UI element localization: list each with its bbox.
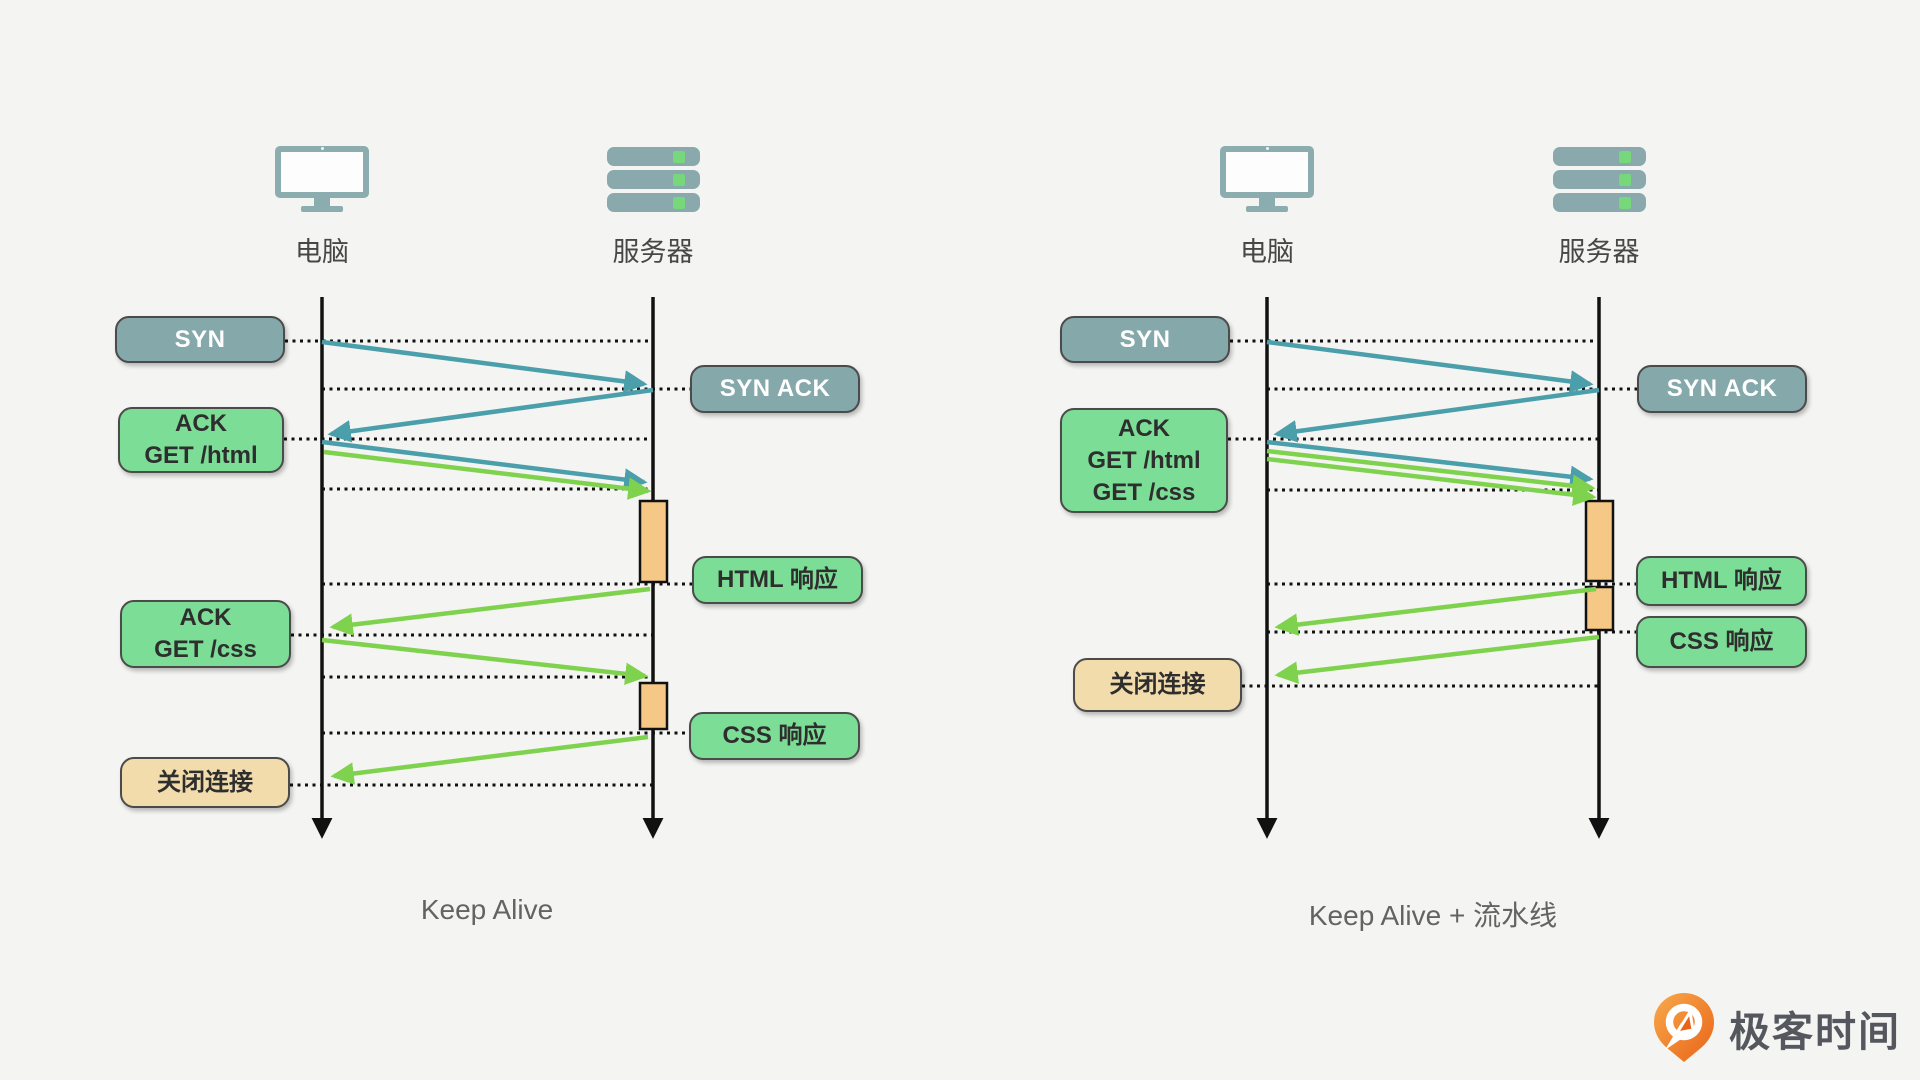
arrows-left: [321, 339, 654, 785]
arrow-css-resp: [1274, 634, 1600, 684]
syn-box: SYN: [1060, 316, 1230, 363]
close-box: 关闭连接: [1073, 658, 1242, 712]
ack-get-css-box: ACK GET /css: [120, 600, 291, 668]
actor-label-server: 服务器: [612, 237, 694, 267]
arrow-ack: [321, 439, 648, 491]
close-box: 关闭连接: [120, 757, 290, 808]
actor-server-right: 服务器: [1519, 146, 1679, 269]
actor-label-client: 电脑: [1240, 237, 1294, 267]
arrow-syn-ack: [327, 387, 654, 443]
server-led-icon: [672, 173, 685, 186]
activation-bar-html-right: [1584, 499, 1615, 583]
actor-client-right: 电脑: [1187, 146, 1347, 269]
arrow-html-resp: [329, 586, 651, 636]
logo-text: 极客时间: [1729, 1009, 1901, 1055]
computer-icon: [1220, 146, 1314, 212]
html-resp-box: HTML 响应: [1636, 556, 1807, 606]
arrow-get-html: [1266, 448, 1596, 497]
css-resp-box: CSS 响应: [689, 712, 860, 760]
arrow-get-css: [321, 637, 649, 685]
arrow-html-resp: [1274, 586, 1597, 636]
actor-client-left: 电脑: [242, 146, 402, 269]
syn-ack-box: SYN ACK: [1637, 365, 1807, 413]
actor-server-left: 服务器: [573, 146, 733, 269]
actor-label-server: 服务器: [1558, 237, 1640, 267]
activation-bar-css-left: [638, 681, 669, 731]
activation-bar-css-right: [1584, 585, 1615, 632]
server-led-icon: [1618, 196, 1631, 209]
arrow-syn: [321, 339, 648, 393]
geektime-pin-icon: [1654, 993, 1714, 1062]
ack-get-html-box: ACK GET /html: [118, 407, 284, 473]
server-led-icon: [1618, 173, 1631, 186]
syn-ack-box: SYN ACK: [690, 365, 860, 413]
syn-box: SYN: [115, 316, 285, 363]
activation-bar-html-left: [638, 499, 669, 584]
arrow-syn: [1266, 339, 1594, 393]
arrows-right: [1266, 339, 1600, 684]
server-led-icon: [1618, 150, 1631, 163]
geektime-logo: 极客时间: [1652, 992, 1901, 1064]
ack-pipeline-box: ACK GET /html GET /css: [1060, 408, 1228, 513]
arrow-ack: [1266, 439, 1594, 488]
actor-label-client: 电脑: [295, 237, 349, 267]
activation-bars: [638, 499, 1615, 731]
css-resp-box: CSS 响应: [1636, 616, 1807, 668]
arrow-get-css: [1266, 456, 1597, 506]
arrow-css-resp: [330, 734, 649, 785]
dotted-guides-left: [284, 339, 692, 787]
diagram-caption-left: Keep Alive: [420, 894, 554, 925]
arrow-get-html: [323, 449, 652, 500]
server-led-icon: [672, 150, 685, 163]
arrow-syn-ack: [1273, 387, 1600, 443]
server-led-icon: [672, 196, 685, 209]
server-icon: [606, 146, 700, 212]
diagram-caption-right: Keep Alive + 流水线: [1308, 900, 1558, 931]
computer-icon: [275, 146, 369, 212]
server-icon: [1552, 146, 1646, 212]
html-resp-box: HTML 响应: [692, 556, 863, 604]
